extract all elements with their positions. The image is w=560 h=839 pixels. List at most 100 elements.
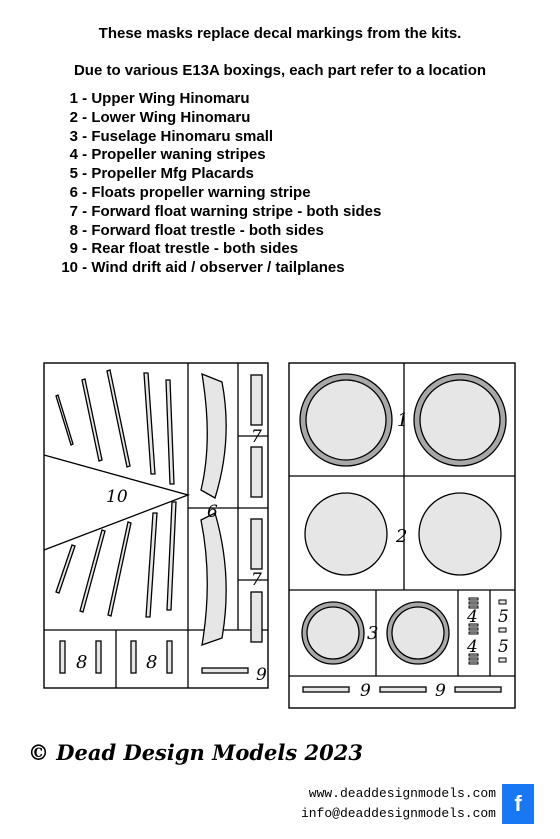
part-item: 5 - Propeller Mfg Placards (58, 165, 381, 184)
propeller-stripe-mark (468, 601, 479, 605)
propeller-marks (468, 597, 507, 665)
sheet-label-8: 8 (146, 652, 157, 673)
right-mask-sheet (288, 362, 516, 709)
float-stripe-mask (250, 591, 263, 643)
trestle-mask (59, 640, 66, 674)
propeller-stripe-mark (468, 597, 479, 601)
trestle-mask (130, 640, 137, 674)
placard-mark (498, 627, 507, 633)
placard-mark (498, 657, 507, 663)
part-number: 6 (69, 183, 78, 201)
part-number: 8 (69, 221, 78, 239)
float-propeller-stripe (200, 372, 227, 499)
left-mask-sheet (43, 362, 269, 689)
part-item: 6 - Floats propeller warning stripe (58, 184, 381, 203)
part-label: - Fuselage Hinomaru small (82, 127, 274, 145)
propeller-stripe-mark (468, 653, 479, 657)
propeller-stripe-mark (468, 623, 479, 627)
part-label: - Floats propeller warning stripe (82, 183, 311, 201)
part-item: 1 - Upper Wing Hinomaru (58, 90, 381, 109)
sheet-label-9: 9 (435, 681, 446, 701)
placard-mark (498, 599, 507, 605)
propeller-stripe-mark (468, 631, 479, 635)
rear-trestle-mask (201, 667, 249, 674)
part-number: 7 (69, 202, 78, 220)
hinomaru-mask (391, 606, 445, 660)
sheet-label-7: 7 (251, 570, 262, 590)
stripe-mask (81, 378, 103, 462)
propeller-stripe-mark (468, 661, 479, 665)
part-number: 3 (69, 127, 78, 145)
stripe-mask (143, 372, 156, 475)
sheet-label-9: 9 (360, 681, 371, 701)
trestle-mask (166, 640, 173, 674)
part-label: - Forward float warning stripe - both si… (82, 202, 382, 220)
part-number: 9 (69, 240, 78, 258)
propeller-stripe-mark (468, 627, 479, 631)
part-label: - Upper Wing Hinomaru (82, 90, 250, 107)
facebook-icon[interactable]: f (502, 784, 534, 824)
wind-drift-aid-outline (43, 454, 191, 551)
part-item: 8 - Forward float trestle - both sides (58, 222, 381, 241)
sheet-label-5: 5 (498, 607, 509, 627)
hinomaru-mask (418, 492, 502, 576)
parts-list: 1 - Upper Wing Hinomaru 2 - Lower Wing H… (58, 90, 381, 278)
part-number: 2 (69, 108, 78, 126)
float-stripe-mask (250, 446, 263, 498)
rear-trestle-mask (454, 686, 502, 693)
part-label: - Lower Wing Hinomaru (82, 108, 251, 126)
part-item: 4 - Propeller waning stripes (58, 146, 381, 165)
sheet-label-8: 8 (76, 652, 87, 673)
heading-line-1: These masks replace decal markings from … (98, 25, 462, 42)
part-item: 3 - Fuselage Hinomaru small (58, 128, 381, 147)
sheet-label-6: 6 (207, 502, 218, 522)
propeller-stripe-mark (468, 605, 479, 609)
mask-sheets: 10 6 7 7 8 8 9 1 2 3 4 5 4 5 9 9 (43, 362, 516, 709)
stripe-mask (55, 544, 76, 594)
part-item: 2 - Lower Wing Hinomaru (58, 109, 381, 128)
email-link[interactable]: info@deaddesignmodels.com (300, 806, 496, 821)
rear-trestle-mask (302, 686, 350, 693)
part-number: 4 (69, 146, 78, 164)
sheet-label-4: 4 (466, 637, 478, 657)
float-stripe-mask (250, 374, 263, 426)
sheet-label-5: 5 (498, 637, 509, 657)
part-number: 5 (69, 165, 78, 183)
part-number: 1 (69, 90, 78, 107)
part-number: 10 (61, 259, 78, 277)
part-item: 7 - Forward float warning stripe - both … (58, 202, 382, 222)
website-link[interactable]: www.deaddesignmodels.com (308, 786, 496, 801)
copyright-notice: © Dead Design Models 2023 (28, 740, 363, 765)
sheet-label-1: 1 (397, 410, 408, 431)
sheet-label-9: 9 (256, 665, 267, 685)
part-item: 9 - Rear float trestle - both sides (58, 240, 381, 259)
sheet-label-10: 10 (106, 487, 128, 507)
part-label: - Rear float trestle - both sides (82, 240, 299, 258)
rear-trestle-mask (379, 686, 427, 693)
hinomaru-mask (306, 606, 360, 660)
stripe-mask (107, 521, 132, 617)
hinomaru-mask (304, 492, 388, 576)
propeller-stripe-mark (468, 657, 479, 661)
part-label: - Propeller waning stripes (82, 146, 266, 164)
stripe-mask (166, 501, 177, 611)
hinomaru-mask (419, 379, 501, 461)
float-propeller-stripe (200, 512, 227, 646)
sheet-label-4: 4 (466, 607, 478, 627)
stripe-mask (106, 369, 131, 468)
part-label: - Propeller Mfg Placards (82, 165, 254, 183)
stripe-mask (165, 379, 175, 485)
trestle-mask (95, 640, 102, 674)
sheet-label-3: 3 (367, 623, 378, 644)
sheet-label-7: 7 (251, 427, 262, 447)
part-label: - Wind drift aid / observer / tailplanes (82, 259, 345, 277)
stripe-mask (79, 529, 106, 613)
part-label: - Forward float trestle - both sides (82, 221, 324, 239)
part-item: 10 - Wind drift aid / observer / tailpla… (58, 259, 381, 278)
hinomaru-mask (305, 379, 387, 461)
sheet-label-2: 2 (395, 526, 407, 547)
float-stripe-mask (250, 518, 263, 570)
stripe-mask (55, 394, 74, 446)
stripe-mask (145, 512, 158, 618)
heading-line-2: Due to various E13A boxings, each part r… (73, 62, 487, 79)
